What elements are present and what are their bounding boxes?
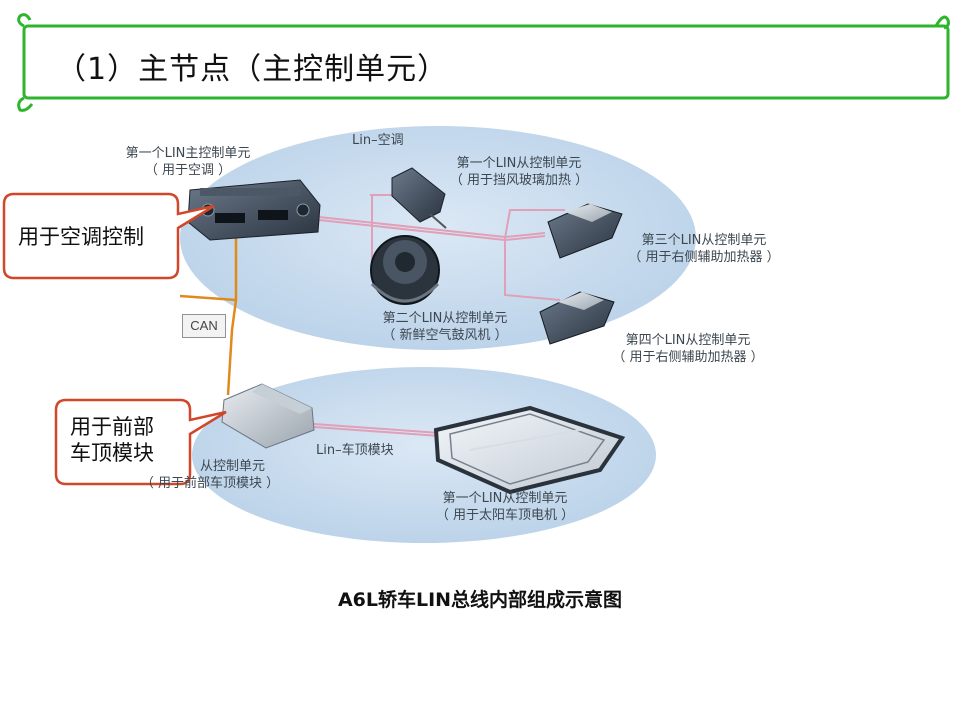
banner-curl-top-right [934,15,950,30]
banner-curl-top-left [17,13,32,28]
diagram-caption: A6L轿车LIN总线内部组成示意图 [337,589,623,611]
blower-label: 第二个LIN从控制单元 （ 新鲜空气鼓风机 ） [360,310,530,344]
right-heater-4-label: 第四个LIN从控制单元 （ 用于右侧辅助加热器 ） [596,332,780,366]
slide-title: （1）主节点（主控制单元） [56,52,449,87]
front-roof-label: 从控制单元 （ 用于前部车顶模块 ） [130,458,290,492]
master-ac-label-line1: 第一个LIN主控制单元 [125,146,251,161]
right-heater-4-label-line2: （ 用于右侧辅助加热器 ） [612,350,764,365]
front-roof-label-line1: 从控制单元 [200,459,266,474]
right-heater-4-device [539,291,615,345]
windshield-heater-label-line2: （ 用于挡风玻璃加热 ） [449,173,589,188]
master-ac-label-line2: （ 用于空调 ） [144,163,232,178]
banner-curl-bottom-left [17,96,34,112]
sunroof-motor-device [433,405,626,495]
right-heater-3-label-line1: 第三个LIN从控制单元 [641,233,767,248]
right-heater-3-device [547,203,623,259]
callout-ac-control-text: 用于空调控制 [18,225,144,249]
right-heater-3-label: 第三个LIN从控制单元 （ 用于右侧辅助加热器 ） [612,232,796,266]
sunroof-label-line1: 第一个LIN从控制单元 [442,491,568,506]
callout-front-roof-line1: 用于前部 [70,415,154,439]
ac-control-unit-device [187,179,321,241]
callout-front-roof-text: 用于前部 车顶模块 [70,414,154,466]
callout-front-roof [54,398,227,486]
ac-network-ellipse [180,126,696,350]
can-wire [226,232,238,396]
blower-label-line1: 第二个LIN从控制单元 [382,311,508,326]
lin-ac-bus-label: Lin–空调 [352,133,404,148]
callout-ac-control [2,192,215,280]
title-banner [17,13,950,112]
right-heater-3-label-line2: （ 用于右侧辅助加热器 ） [628,250,780,265]
right-heater-4-label-line1: 第四个LIN从控制单元 [625,333,751,348]
title-banner-frame [22,24,950,100]
blower-label-line2: （ 新鲜空气鼓风机 ） [382,328,508,343]
callout-front-roof-line2: 车顶模块 [70,441,154,465]
lin-roof-wires [299,422,441,437]
can-wire-branch [179,294,237,302]
sunroof-label-line2: （ 用于太阳车顶电机 ） [435,508,575,523]
blower-fan-device [370,235,440,305]
windshield-heater-device [391,167,447,229]
front-roof-module-device [221,383,315,449]
can-bus-label: CAN [182,314,226,338]
sunroof-label: 第一个LIN从控制单元 （ 用于太阳车顶电机 ） [420,490,590,524]
lin-roof-bus-label: Lin–车顶模块 [316,443,394,458]
windshield-heater-label-line1: 第一个LIN从控制单元 [456,156,582,171]
windshield-heater-label: 第一个LIN从控制单元 （ 用于挡风玻璃加热 ） [430,155,608,189]
front-roof-label-line2: （ 用于前部车顶模块 ） [140,476,280,491]
master-ac-label: 第一个LIN主控制单元 （ 用于空调 ） [108,145,268,179]
